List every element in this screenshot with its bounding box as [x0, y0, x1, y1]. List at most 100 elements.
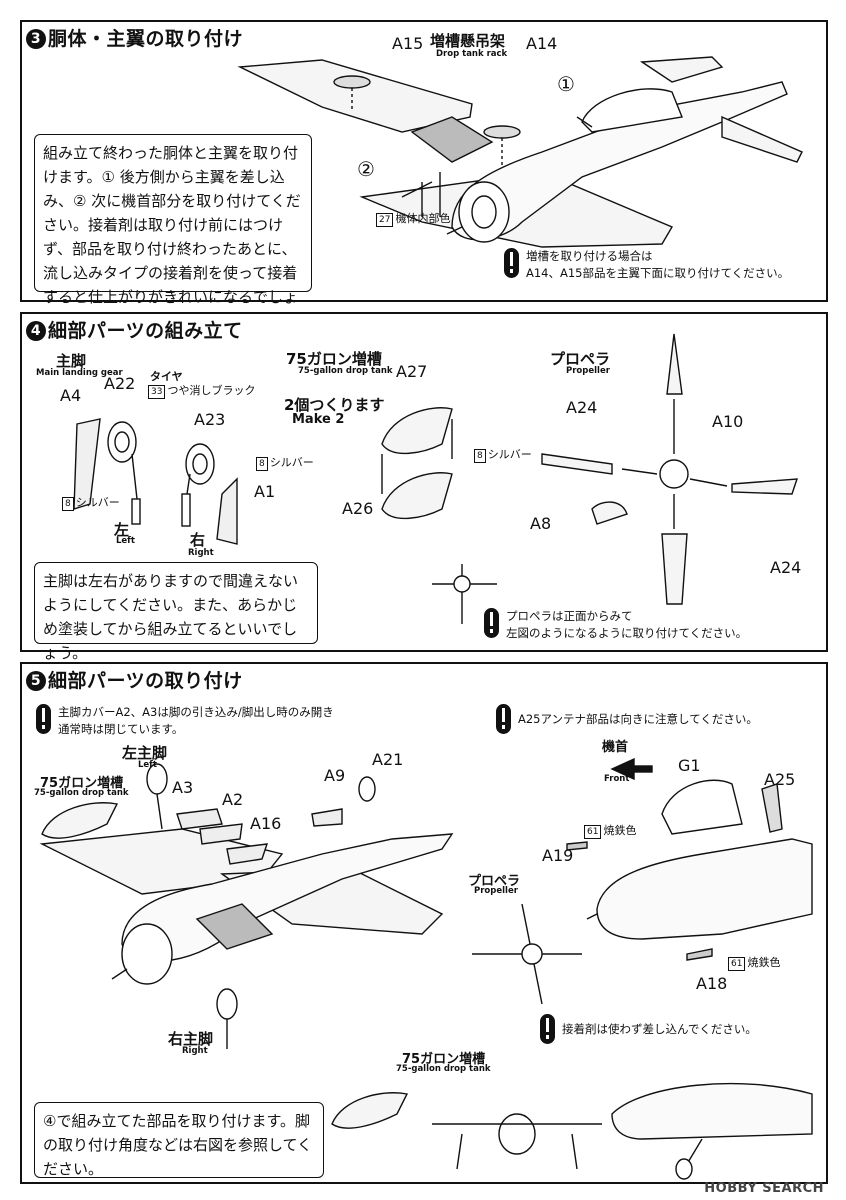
step3-warning: 増槽を取り付ける場合は A14、A15部品を主翼下面に取り付けてください。	[504, 248, 846, 282]
step5-number: 5	[26, 671, 46, 691]
step5-warning-line1: 主脚カバーA2、A3は脚の引き込み/脚出し時のみ開き	[58, 705, 334, 719]
part-label-a16: A16	[250, 814, 282, 833]
step5-note: ④で組み立てた部品を取り付けます。脚の取り付け角度などは右図を参照してください。	[34, 1102, 324, 1178]
part-label-g1: G1	[678, 756, 701, 775]
part-label-a3: A3	[172, 778, 194, 797]
step-circle-1: ①	[557, 72, 575, 96]
right-label-en: Right	[188, 548, 214, 558]
right-gear-label-en: Right	[182, 1046, 208, 1056]
paint-name: シルバー	[269, 456, 314, 469]
step5-warning-antenna-text: A25アンテナ部品は向きに注意してください。	[518, 712, 758, 726]
paint-name: シルバー	[487, 448, 532, 461]
drop-tank-label-jp-2: 75ガロン増槽	[402, 1052, 486, 1067]
part-label-a22: A22	[104, 374, 136, 393]
part-label-a24-top: A24	[566, 398, 598, 417]
propeller-label-en: Propeller	[566, 366, 610, 376]
paint-code: 27	[376, 213, 394, 227]
part-label-a19: A19	[542, 846, 574, 865]
paint-name: 焼鉄色	[603, 824, 637, 837]
step5-warning-no-glue-text: 接着剤は使わず差し込んでください。	[562, 1022, 757, 1036]
part-label-a2: A2	[222, 790, 244, 809]
paint-code: 61	[728, 957, 746, 971]
propeller-label-en: Propeller	[474, 886, 518, 896]
watermark: HOBBY SEARCH	[704, 1181, 824, 1196]
drop-tank-rack-label-jp: 増槽懸吊架	[430, 32, 506, 50]
part-label-a27: A27	[396, 362, 428, 381]
nose-label-en: Front	[604, 774, 630, 784]
left-gear-label-en: Left	[138, 760, 157, 770]
main-gear-label-en: Main landing gear	[36, 368, 123, 378]
drop-tank-label-en-2: 75-gallon drop tank	[396, 1064, 491, 1074]
part-label-a1: A1	[254, 482, 276, 501]
make-two-label-jp: 2個つくります	[284, 396, 385, 414]
warning-icon	[36, 704, 51, 734]
part-label-a8: A8	[530, 514, 552, 533]
paint-name: シルバー	[75, 496, 120, 509]
paint-code: 8	[256, 457, 268, 471]
left-label-jp: 左	[114, 521, 130, 539]
step4-warning-line1: プロペラは正面からみて	[506, 609, 633, 623]
propeller-label-jp: プロペラ	[468, 874, 521, 889]
warning-icon	[540, 1014, 555, 1044]
left-label-en: Left	[116, 536, 135, 546]
step4-title-text: 細部パーツの組み立て	[48, 320, 243, 342]
left-gear-label-jp: 左主脚	[122, 744, 168, 762]
step5-warning-antenna: A25アンテナ部品は向きに注意してください。	[496, 704, 838, 734]
propeller-label-jp: プロペラ	[550, 350, 611, 368]
part-label-a24-bottom: A24	[770, 558, 802, 577]
step4-warning: プロペラは正面からみて 左図のようになるように取り付けてください。	[484, 608, 846, 642]
part-label-a9: A9	[324, 766, 346, 785]
drop-tank-label-en: 75-gallon drop tank	[298, 366, 393, 376]
part-label-a15: A15	[392, 34, 424, 53]
drop-tank-label-jp: 75ガロン増槽	[286, 350, 382, 368]
make-two-label-en: Make 2	[292, 412, 345, 427]
part-label-a14: A14	[526, 34, 558, 53]
step3-instructions: 組み立て終わった胴体と主翼を取り付けます。① 後方側から主翼を差し込み、② 次に…	[34, 134, 312, 330]
tire-label: タイヤ	[150, 370, 183, 383]
part-label-a25: A25	[764, 770, 796, 789]
warning-icon	[496, 704, 511, 734]
right-label-jp: 右	[190, 531, 206, 549]
paint-name: 焼鉄色	[747, 956, 781, 969]
step-circle-2: ②	[357, 157, 375, 181]
paint-code: 8	[62, 497, 74, 511]
step3-warning-line1: 増槽を取り付ける場合は	[526, 249, 653, 263]
warning-icon	[484, 608, 499, 638]
step5-title-text: 細部パーツの取り付け	[48, 670, 243, 692]
part-label-a18: A18	[696, 974, 728, 993]
part-label-a23: A23	[194, 410, 226, 429]
step4-warning-line2: 左図のようになるように取り付けてください。	[506, 626, 748, 640]
step5-warning-gear-covers: 主脚カバーA2、A3は脚の引き込み/脚出し時のみ開き 通常時は閉じています。	[36, 704, 438, 738]
part-label-a4: A4	[60, 386, 82, 405]
paint-code: 8	[474, 449, 486, 463]
paint-code: 33	[148, 385, 166, 399]
step3-warning-line2: A14、A15部品を主翼下面に取り付けてください。	[526, 266, 790, 280]
paint-name: 機体内部色	[395, 212, 451, 225]
nose-label-jp: 機首	[602, 740, 629, 755]
step4-note: 主脚は左右がありますので間違えないようにしてください。また、あらかじめ塗装してか…	[34, 562, 318, 662]
part-label-a21: A21	[372, 750, 404, 769]
main-gear-label-jp: 主脚	[56, 352, 87, 370]
drop-tank-label-en: 75-gallon drop tank	[34, 788, 129, 798]
step5-warning-no-glue: 接着剤は使わず差し込んでください。	[540, 1014, 842, 1044]
warning-icon	[504, 248, 519, 278]
paint-code: 61	[584, 825, 602, 839]
drop-tank-rack-label-en: Drop tank rack	[436, 49, 508, 59]
step3-title-text: 胴体・主翼の取り付け	[48, 28, 244, 50]
part-label-a26: A26	[342, 499, 374, 518]
right-gear-label-jp: 右主脚	[168, 1030, 214, 1048]
step5-warning-line2: 通常時は閉じています。	[58, 722, 184, 736]
